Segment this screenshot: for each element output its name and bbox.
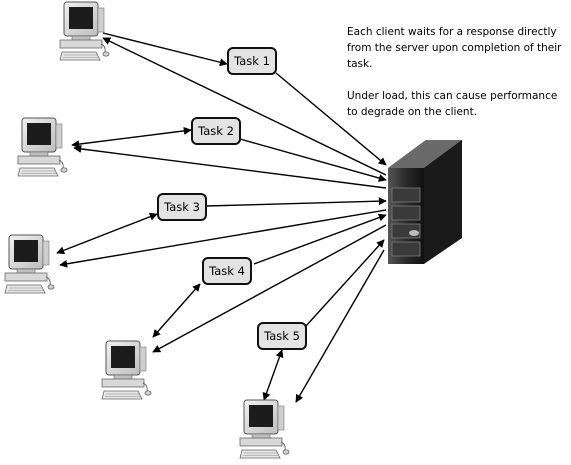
task-label-3: Task 3 [164, 200, 200, 214]
arrow-client1-to-task1 [102, 32, 228, 67]
task-box-5: Task 5 [257, 322, 307, 350]
arrow-task4-to-server [253, 213, 387, 265]
description-paragraph-1: Each client waits for a response directl… [347, 26, 562, 70]
arrow-server-to-client2 [73, 144, 387, 189]
arrow-client5-task5 [262, 349, 284, 401]
arrow-task3-to-server [205, 197, 387, 207]
task-box-2: Task 2 [191, 117, 241, 145]
arrow-task2-to-server [239, 138, 387, 182]
arrow-task5-to-server [305, 239, 385, 327]
task-label-1: Task 1 [234, 54, 270, 68]
description-paragraph-2: Under load, this can cause performance t… [347, 90, 558, 118]
task-box-4: Task 4 [202, 257, 252, 285]
arrows-layer [56, 32, 387, 403]
task-label-5: Task 5 [264, 329, 300, 343]
arrow-server-to-client4 [152, 224, 387, 353]
task-box-1: Task 1 [227, 47, 277, 75]
arrow-server-to-client5 [295, 249, 385, 403]
arrow-server-to-client3 [59, 209, 387, 268]
client-computer-icon-5 [239, 399, 290, 459]
task-box-3: Task 3 [157, 193, 207, 221]
server-tower-icon [388, 140, 462, 264]
arrow-client4-task4 [152, 283, 201, 338]
arrow-client3-task3 [56, 212, 158, 255]
client-computer-icon-3 [4, 234, 55, 294]
task-label-4: Task 4 [209, 264, 245, 278]
description-text: Each client waits for a response directl… [347, 24, 571, 136]
arrow-client2-task2 [71, 126, 192, 149]
arrow-task1-to-server [275, 72, 387, 166]
task-label-2: Task 2 [198, 124, 234, 138]
client-computer-icon-2 [17, 117, 68, 177]
arrow-server-to-client1 [102, 37, 387, 176]
client-computer-icon-4 [101, 340, 152, 400]
client-computer-icon-1 [59, 1, 110, 61]
